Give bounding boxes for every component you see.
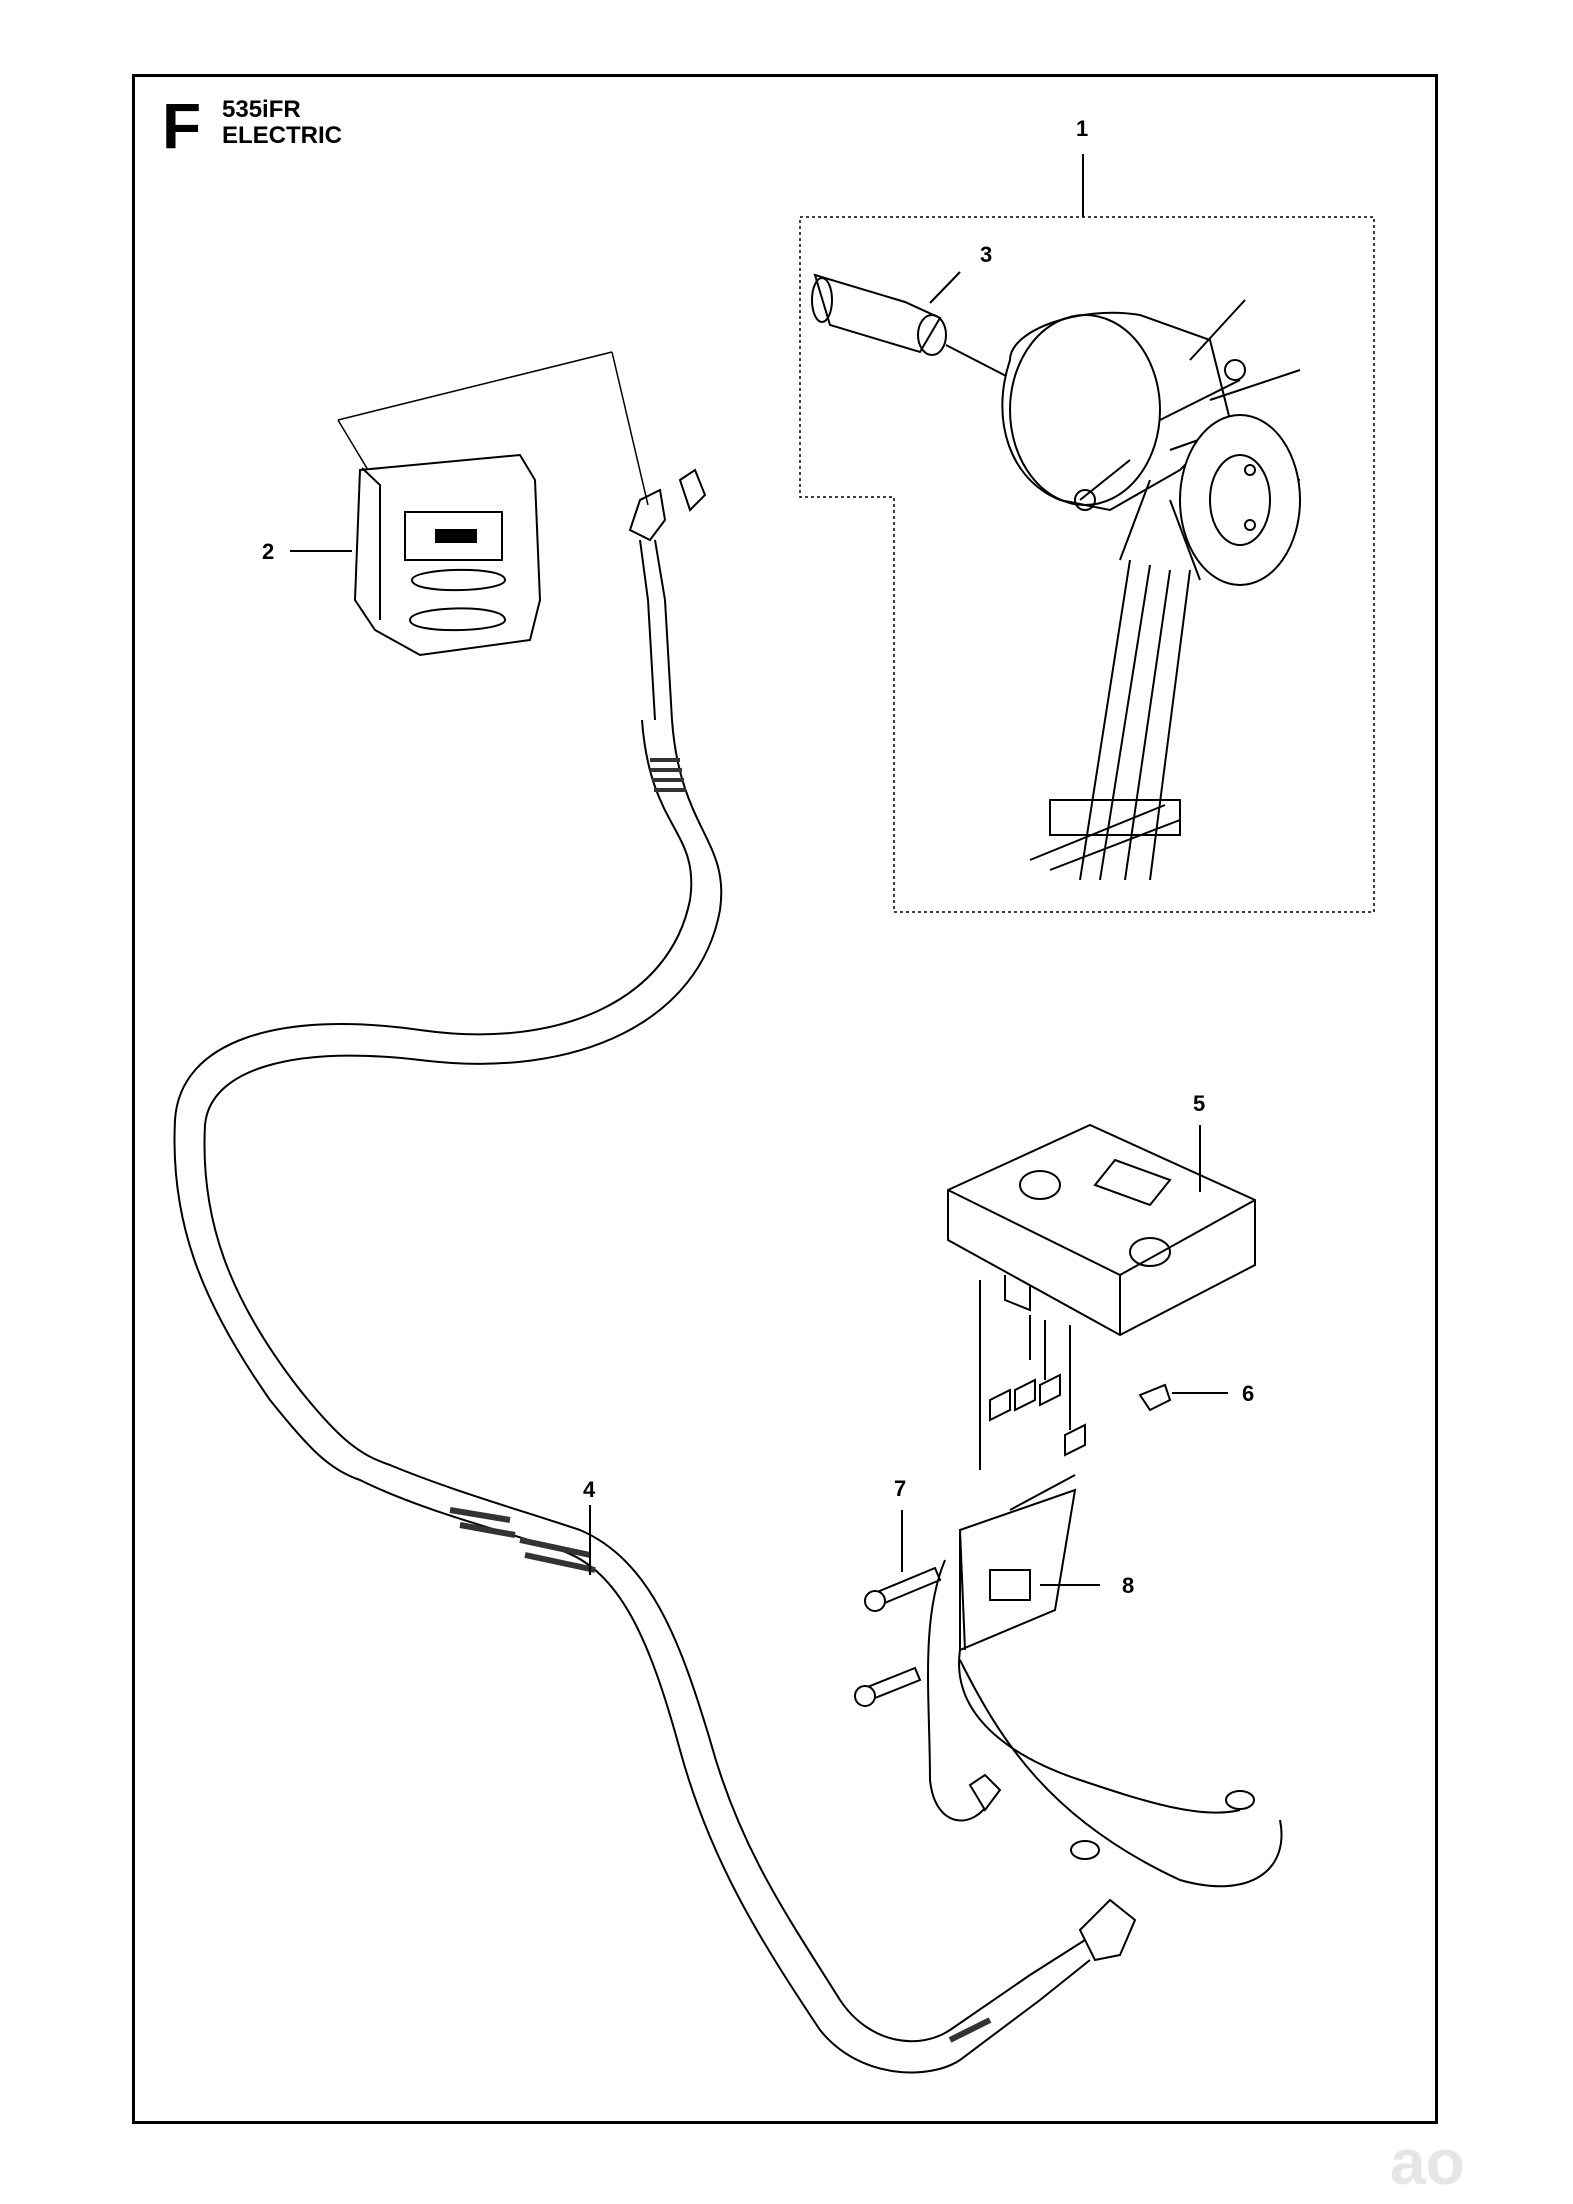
callout-3: 3 <box>980 242 992 267</box>
part-5-controller-box <box>947 1123 1256 1470</box>
callout-7: 7 <box>894 1476 906 1501</box>
part-7-bolts <box>854 1566 942 1707</box>
callout-8: 8 <box>1122 1573 1134 1598</box>
callout-2: 2 <box>262 539 274 564</box>
part-8-circuit-board <box>927 1474 1283 1888</box>
watermark-logo: ao <box>1390 2126 1465 2198</box>
diagram-frame <box>132 74 1438 2124</box>
section-name: ELECTRIC <box>222 122 342 149</box>
callout-5: 5 <box>1193 1091 1205 1116</box>
part-1-fan-motor <box>1001 299 1301 881</box>
leader-3 <box>929 271 961 304</box>
part-1-group-outline <box>799 216 1375 913</box>
model-label: 535iFR <box>222 96 301 123</box>
part-3-bushing <box>811 273 1011 379</box>
part-2-control-switch <box>337 351 649 657</box>
callout-4: 4 <box>583 1477 596 1502</box>
callout-1: 1 <box>1076 116 1088 141</box>
callout-6: 6 <box>1242 1381 1254 1406</box>
part-6-screws <box>989 1373 1172 1457</box>
part-4-cable-harness <box>173 468 1137 2074</box>
section-letter: F <box>162 90 202 162</box>
